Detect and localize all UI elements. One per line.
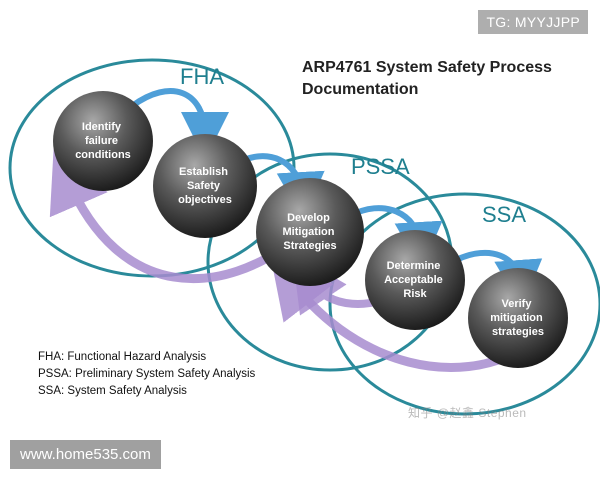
zhihu-watermark: 知乎 @赵鑫 Stephen	[408, 406, 527, 420]
phase-label-ssa: SSA	[482, 202, 526, 227]
node-develop-mitigation-strategies: Develop Mitigation Strategies	[256, 178, 364, 286]
svg-text:Determine Acceptable: Determine Acceptable Risk	[384, 260, 446, 300]
node-verify-mitigation-strategies: Verify mitigation strategies	[468, 268, 568, 368]
node-establish-safety-objectives: Establish Safety objectives	[153, 134, 257, 238]
diagram-title: ARP4761 System Safety Process Documentat…	[302, 59, 556, 98]
svg-text:Verify mitigation: Verify mitigation strategies	[490, 298, 546, 338]
svg-text:Develop Mitigation: Develop Mitigation Strategies	[283, 212, 338, 252]
forward-arrow-1	[129, 88, 229, 160]
phase-label-fha: FHA	[180, 64, 224, 89]
svg-text:Establish Safety o: Establish Safety objectives	[178, 166, 232, 206]
node-identify-failure-conditions: Identify failure conditions	[53, 91, 153, 191]
legend: FHA: Functional Hazard Analysis PSSA: Pr…	[38, 351, 259, 397]
svg-text:Identify failure c: Identify failure conditions	[75, 121, 131, 161]
node-determine-acceptable-risk: Determine Acceptable Risk	[365, 230, 465, 330]
site-url-badge: www.home535.com	[10, 440, 161, 469]
safety-process-diagram: Identify failure conditions Establish Sa…	[8, 58, 600, 416]
telegram-badge: TG: MYYJJPP	[478, 10, 588, 34]
phase-label-pssa: PSSA	[351, 154, 410, 179]
